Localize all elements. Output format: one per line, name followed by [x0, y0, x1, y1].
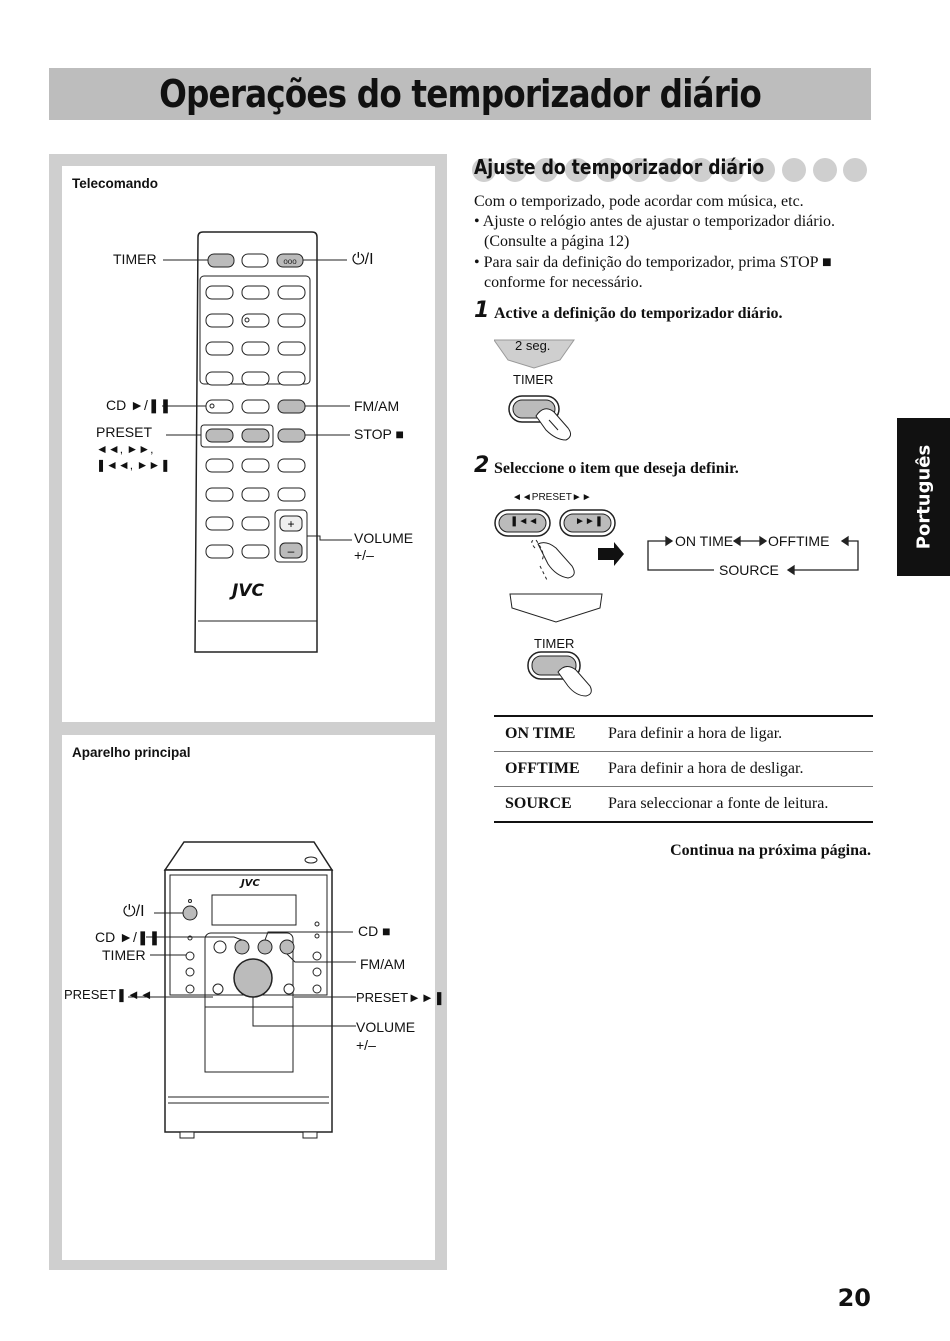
step-2-figure	[494, 509, 859, 697]
remote-fmam-label: FM/AM	[354, 398, 400, 414]
unit-preset-prev-label: PRESET❚◄◄	[64, 987, 153, 1002]
cycle-source: SOURCE	[719, 562, 779, 578]
remote-volume-down	[279, 542, 303, 559]
option-key: OFFTIME	[494, 751, 597, 787]
unit-preset-prev-button	[212, 983, 224, 995]
main-unit-panel: Aparelho principal	[62, 735, 445, 1260]
unit-cd-stop-label: CD ■	[358, 923, 391, 939]
section-title: Ajuste do temporizador diário	[474, 155, 765, 179]
remote-timer-button	[207, 253, 235, 268]
remote-volume-up	[279, 515, 303, 532]
language-tab-label-wrap: Português	[897, 418, 950, 576]
unit-brand-logo: JVC	[241, 878, 260, 889]
remote-volume-label: VOLUME	[354, 530, 414, 546]
step-2-text: Seleccione o item que deseja definir.	[494, 460, 739, 477]
section-dots	[472, 158, 867, 182]
bullet-exit-line1: • Para sair da definição do temporizador…	[474, 254, 832, 271]
cycle-diagram	[647, 535, 859, 576]
unit-fmam-button	[279, 939, 295, 955]
svg-text:ooo: ooo	[283, 257, 297, 266]
unit-preset-next-button	[283, 983, 295, 995]
timer-options-table: ON TIME Para definir a hora de ligar. OF…	[494, 715, 873, 823]
bullet-clock-line2: (Consulte a página 12)	[484, 233, 630, 250]
step-2-number: 2	[474, 453, 490, 478]
remote-volume-pm-label: +/–	[354, 547, 374, 563]
step-1-timer-label: TIMER	[513, 372, 554, 387]
step-1-figure	[494, 339, 575, 441]
remote-stop-label: STOP ■	[354, 426, 404, 442]
page-number: 20	[837, 1284, 871, 1312]
intro-text: Com o temporizado, pode acordar com músi…	[474, 193, 804, 210]
svg-text:+: +	[287, 517, 294, 531]
preset-next-label: ►►❚	[575, 516, 604, 527]
bullet-clock-line1: • Ajuste o relógio antes de ajustar o te…	[474, 213, 836, 230]
unit-power-button	[182, 905, 198, 921]
remote-preset-next-button	[241, 428, 270, 443]
unit-fmam-label: FM/AM	[360, 956, 406, 972]
remote-fmam-button	[277, 399, 306, 414]
title-bar	[49, 68, 871, 120]
remote-timer-label: TIMER	[113, 251, 157, 267]
unit-cd-play-label: CD ►/❚❚	[95, 929, 161, 945]
table-row: SOURCE Para seleccionar a fonte de leitu…	[494, 786, 873, 823]
unit-volume-label: VOLUME	[356, 1019, 416, 1035]
preset-next-icon	[563, 513, 612, 533]
cycle-off-time: OFFTIME	[768, 533, 830, 549]
remote-control-illustration: ooo + –	[162, 231, 352, 653]
remote-button	[241, 253, 269, 268]
svg-text:–: –	[288, 544, 295, 558]
arrow-right-icon	[598, 542, 624, 566]
step-2-timer-label: TIMER	[534, 636, 575, 651]
finger-icon	[537, 542, 575, 579]
page-title: Operações do temporizador diário	[159, 72, 762, 116]
remote-power-label: ⏻/I	[352, 251, 374, 268]
preset-prev-icon	[498, 513, 547, 533]
remote-preset-prev-button	[205, 428, 234, 443]
unit-volume-knob	[233, 958, 273, 998]
unit-cd-stop-button	[257, 939, 273, 955]
continue-note: Continua na próxima página.	[670, 842, 871, 859]
table-row: ON TIME Para definir a hora de ligar.	[494, 715, 873, 752]
unit-cd-play-button	[234, 939, 250, 955]
hold-time-label: 2 seg.	[515, 338, 551, 353]
option-desc: Para seleccionar a fonte de leitura.	[597, 786, 873, 823]
step-1-text: Active a definição do temporizador diári…	[494, 305, 783, 322]
table-row: OFFTIME Para definir a hora de desligar.	[494, 751, 873, 787]
unit-power-label: ⏻/I	[123, 903, 145, 920]
option-key: ON TIME	[494, 715, 597, 752]
language-tab	[897, 418, 950, 576]
remote-preset-label-3: ❚◄◄, ►►❚	[96, 458, 171, 472]
language-tab-label: Português	[913, 444, 934, 550]
unit-volume-pm-label: +/–	[356, 1037, 376, 1053]
remote-brand-logo: JVC	[232, 581, 264, 601]
preset-prev-label: ❚◄◄	[510, 516, 539, 527]
option-key: SOURCE	[494, 786, 597, 823]
option-desc: Para definir a hora de desligar.	[597, 751, 873, 787]
remote-heading: Telecomando	[72, 176, 159, 191]
step-1-number: 1	[474, 298, 490, 323]
remote-preset-label-2: ◄◄, ►►,	[96, 442, 154, 456]
remote-cd-label: CD ►/❚❚	[106, 397, 172, 413]
unit-heading: Aparelho principal	[72, 745, 191, 760]
unit-timer-label: TIMER	[102, 947, 146, 963]
remote-control-panel: Telecomando ooo	[62, 166, 435, 722]
main-unit-illustration	[128, 841, 356, 1139]
remote-preset-label: PRESET	[96, 424, 153, 440]
finger-icon	[557, 666, 592, 697]
unit-preset-next-label: PRESET►►❚	[356, 990, 445, 1005]
remote-stop-button	[277, 428, 306, 443]
preset-label: ◄◄PRESET►►	[512, 492, 592, 503]
cycle-on-time: ON TIME	[675, 533, 734, 549]
option-desc: Para definir a hora de ligar.	[597, 715, 873, 752]
bullet-exit-line2: conforme for necessário.	[484, 274, 643, 291]
